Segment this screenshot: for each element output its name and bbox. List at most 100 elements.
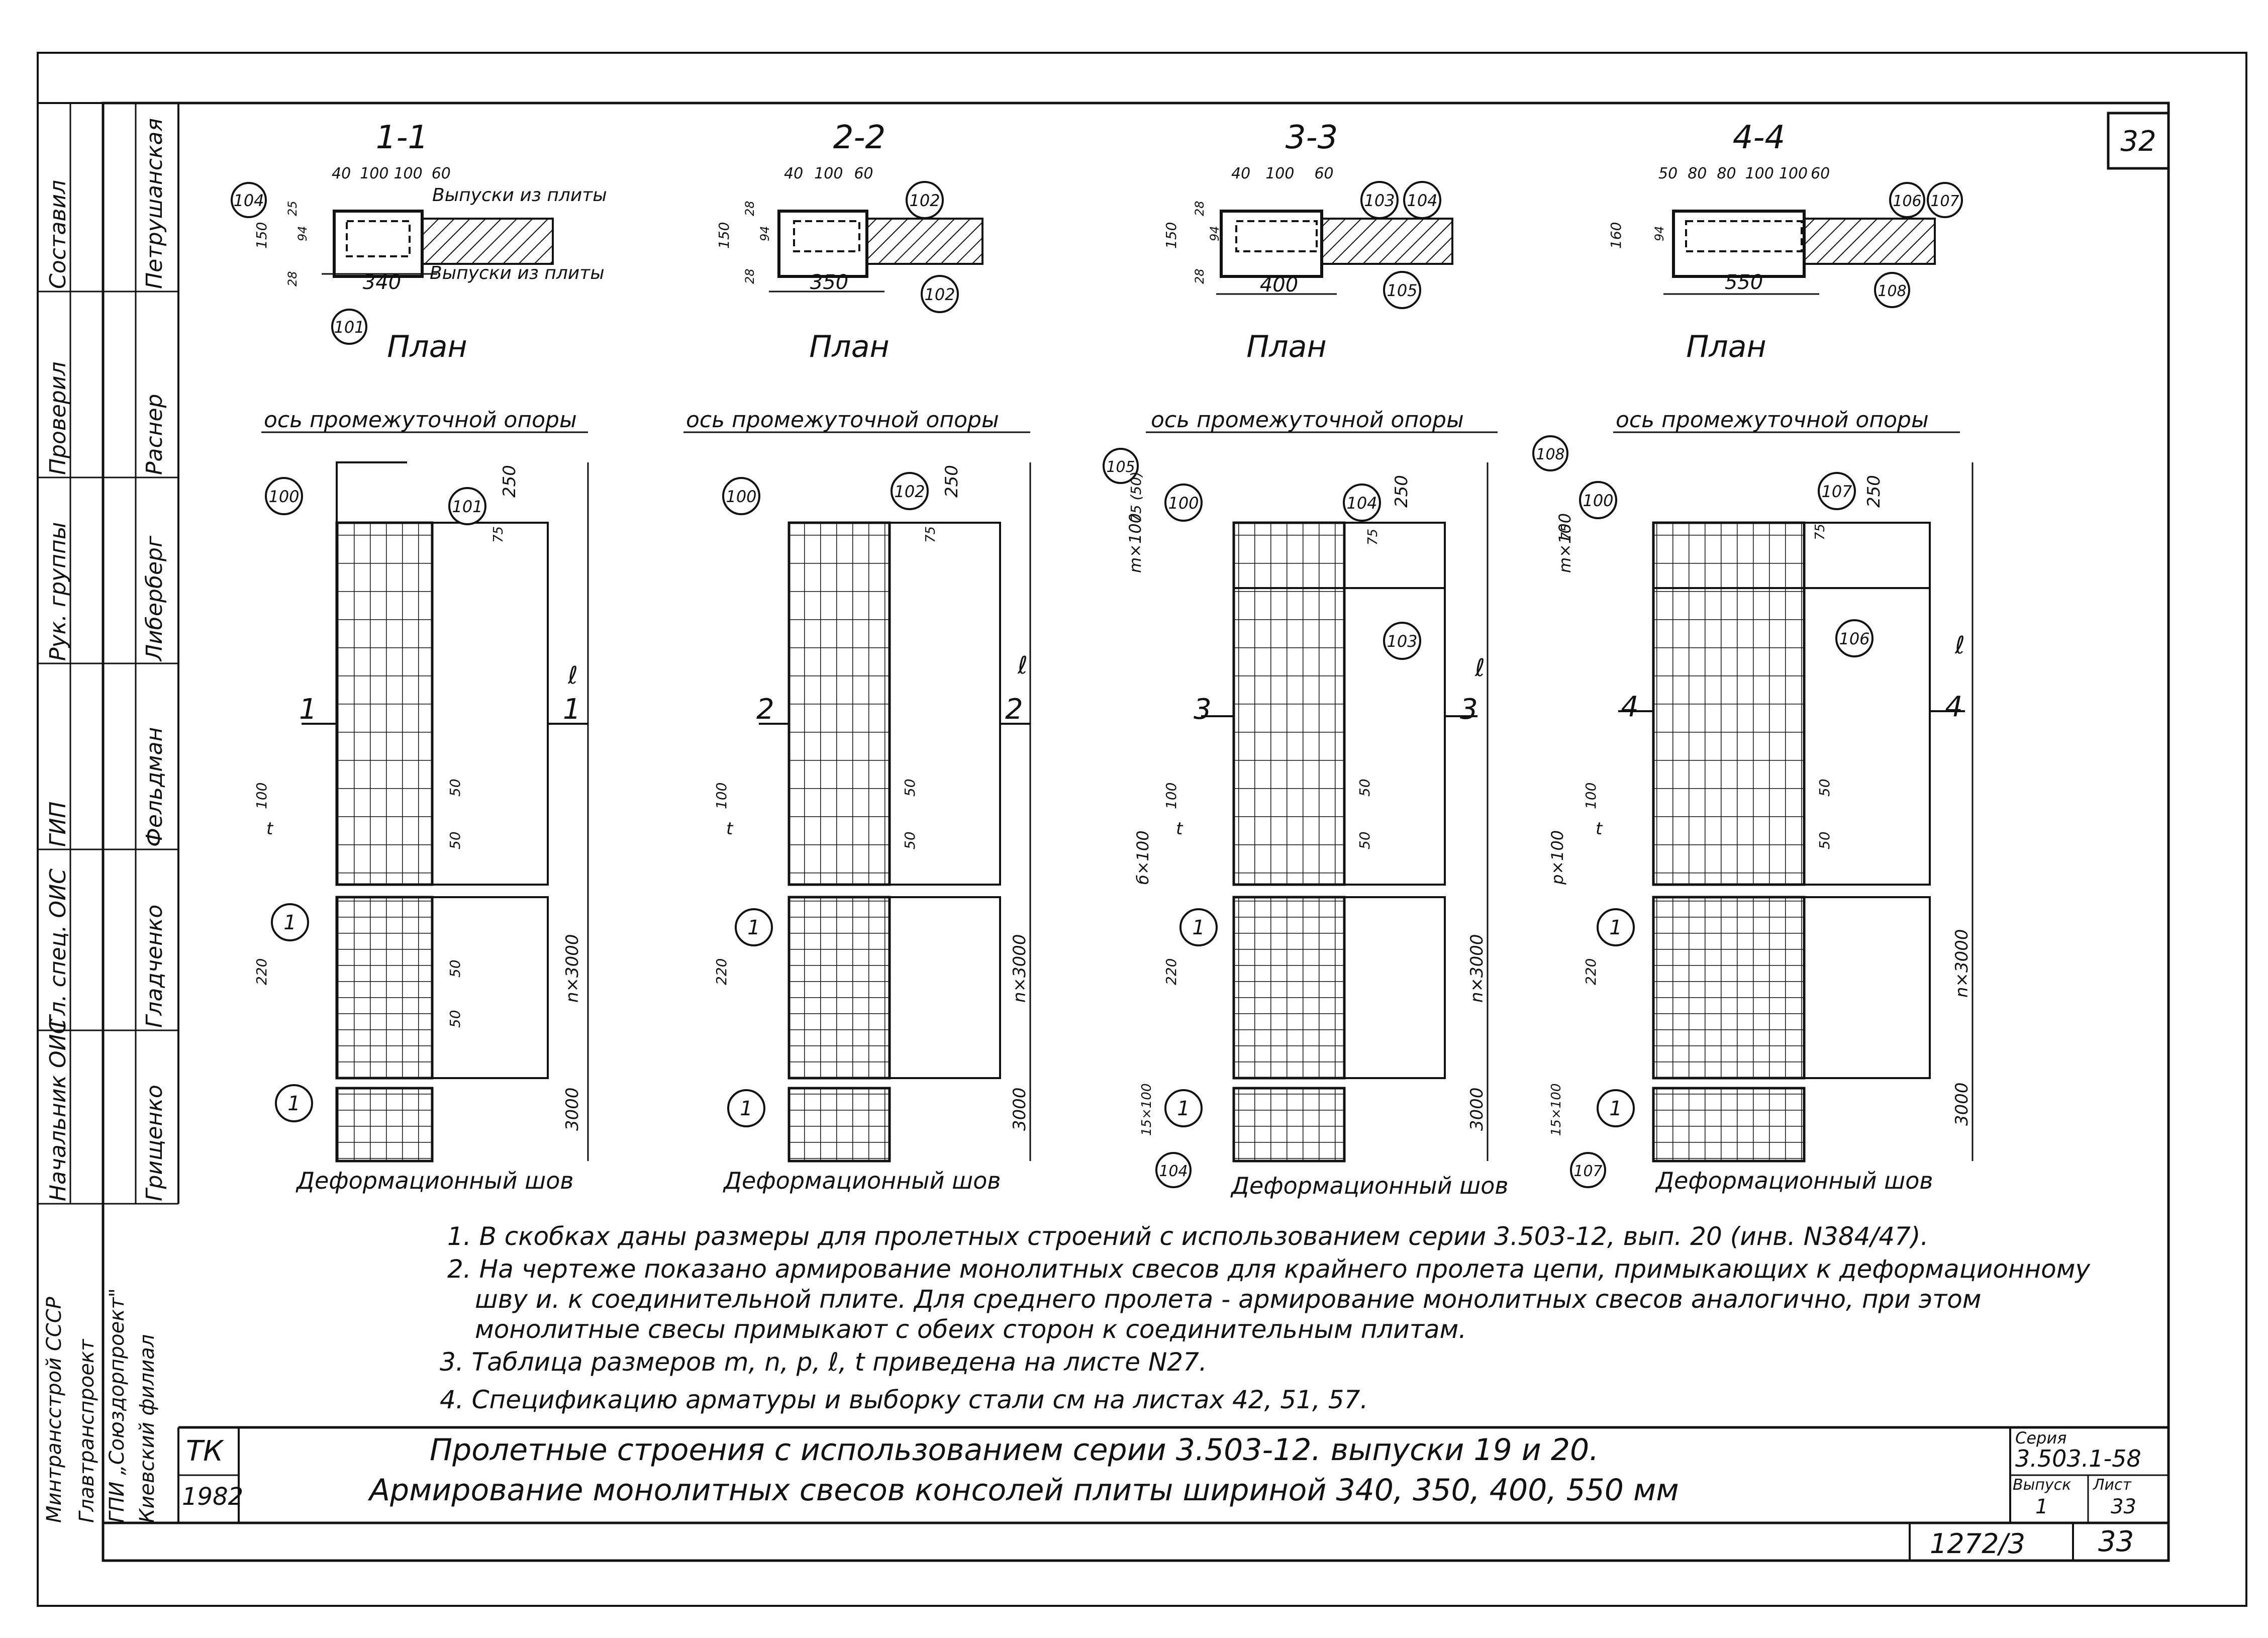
dim-75-50: 75 (50): [1128, 471, 1144, 523]
frame: [37, 52, 2247, 1607]
axis-label: ось промежуточной опоры: [1616, 407, 1929, 433]
section-title: 3-3: [1286, 119, 1338, 156]
sidebar-role: Гл. спец. ОИС: [45, 869, 71, 1028]
dim-m100: m×100: [1555, 513, 1574, 573]
dim-50: 50: [1816, 831, 1833, 849]
cut-marker: 4: [1945, 691, 1963, 723]
note-1: 1. В скобках даны размеры для пролетных …: [447, 1222, 1929, 1251]
dim-50: 50: [902, 831, 918, 849]
dim-n3000: n×3000: [562, 934, 582, 1003]
dim-28: 28: [285, 271, 300, 286]
dim-n3000: n×3000: [1952, 929, 1972, 998]
dim-75: 75: [1559, 524, 1574, 540]
plan-4: [1532, 431, 1974, 1188]
title-line-2: Армирование монолитных свесов консолей п…: [369, 1473, 1679, 1508]
dim-150: 150: [1163, 222, 1179, 249]
dim-94: 94: [295, 226, 310, 241]
note-2: 2. На чертеже показано армирование монол…: [447, 1255, 2091, 1284]
sidebar-name: Фельдман: [142, 727, 167, 847]
slab-hatch: [421, 218, 554, 265]
mark-text: 103: [1364, 191, 1395, 210]
mark-text: 1: [1177, 1097, 1190, 1120]
note-2b: шву и. к соединительной плите. Для средн…: [475, 1285, 1982, 1314]
mark-circle: [231, 182, 267, 218]
section-4-4: [1663, 182, 1963, 308]
width-dim: 400: [1260, 273, 1298, 297]
mark-text: 1: [287, 1092, 300, 1115]
cut-marker: 3: [1194, 693, 1212, 726]
org-line: ГПИ „Союздорпроект": [106, 1288, 129, 1523]
inventory-number: 1272/3: [1930, 1528, 2025, 1560]
sidebar-name: Грищенко: [142, 1085, 167, 1201]
note-2c: монолитные свесы примыкают с обеих сторо…: [475, 1315, 1467, 1344]
plan-label: План: [1246, 329, 1326, 364]
dim-50: 50: [447, 831, 463, 849]
sidebar-name: Раснер: [142, 394, 167, 475]
dim-250: 250: [1392, 475, 1412, 508]
dim-150: 150: [253, 222, 270, 249]
sheet-number: 32: [2120, 125, 2156, 158]
dim-100: 100: [1163, 783, 1179, 809]
mark-text: 107: [1821, 482, 1852, 501]
section-title: 4-4: [1733, 119, 1786, 156]
mark-text: 102: [909, 191, 940, 210]
dim-50: 50: [447, 1010, 463, 1028]
issue-label: Выпуск: [2013, 1476, 2072, 1494]
dim-94: 94: [758, 226, 772, 241]
dim-3000: 3000: [1952, 1082, 1972, 1126]
dim-t: t: [1176, 819, 1184, 839]
plan-label: План: [809, 329, 889, 364]
sidebar-role: Рук. группы: [45, 522, 71, 661]
dim-b100: б×100: [1133, 830, 1152, 885]
mark-text: 107: [1930, 192, 1959, 210]
axis-label: ось промежуточной опоры: [1151, 407, 1464, 433]
dim-150: 150: [716, 222, 732, 249]
section-3-3: [1216, 181, 1453, 309]
dim-15x100: 15×100: [1139, 1084, 1154, 1136]
sidebar-role: ГИП: [45, 801, 71, 847]
note-3: 3. Таблица размеров m, n, p, ℓ, t привед…: [440, 1347, 1207, 1377]
mark-text: 105: [1387, 281, 1417, 300]
plan-2: [683, 431, 1031, 1163]
mark-text: 102: [894, 482, 925, 501]
cut-marker: 1: [563, 693, 581, 726]
mark-text: 1: [283, 911, 296, 934]
plan-label: План: [387, 329, 467, 364]
mark-text: 104: [1346, 494, 1377, 513]
dim-75: 75: [923, 526, 938, 543]
org-line: Киевский филиал: [136, 1334, 159, 1523]
axis-label: ось промежуточной опоры: [686, 407, 999, 433]
mark-text: 106: [1839, 629, 1869, 648]
dim-50: 50: [447, 959, 463, 978]
mark-circle: [331, 309, 367, 345]
mark-text: 100: [726, 487, 756, 506]
mark-text: 104: [1159, 1163, 1188, 1180]
cut-marker: 2: [756, 693, 774, 726]
section-2-2: [769, 181, 983, 313]
dim-25: 25: [285, 201, 300, 216]
dim-m100: m×100: [1126, 513, 1145, 573]
sidebar-name: Петрушанская: [142, 118, 167, 289]
dim-220: 220: [1583, 958, 1599, 985]
dim-n3000: n×3000: [1467, 934, 1487, 1003]
series-value: 3.503.1-58: [2015, 1445, 2141, 1472]
dim-250: 250: [500, 465, 520, 498]
dim-75: 75: [491, 526, 506, 543]
width-dim: 340: [363, 271, 401, 294]
title-year: 1982: [182, 1483, 244, 1511]
page-number: 33: [2098, 1525, 2134, 1558]
sidebar-name: Гладченко: [142, 904, 167, 1028]
cut-marker: 3: [1460, 693, 1478, 726]
section-1-1: [231, 182, 554, 345]
dim-3000: 3000: [1467, 1087, 1487, 1131]
mark-text: 105: [1106, 458, 1135, 476]
dim-160: 160: [1608, 222, 1624, 249]
sheet-label: Лист: [2093, 1476, 2132, 1494]
dim-n3000: n×3000: [1010, 934, 1030, 1003]
mark-text: 104: [1407, 191, 1437, 210]
sidebar-role: Начальник ОИС: [45, 1018, 71, 1201]
mark-text: 101: [334, 318, 364, 337]
